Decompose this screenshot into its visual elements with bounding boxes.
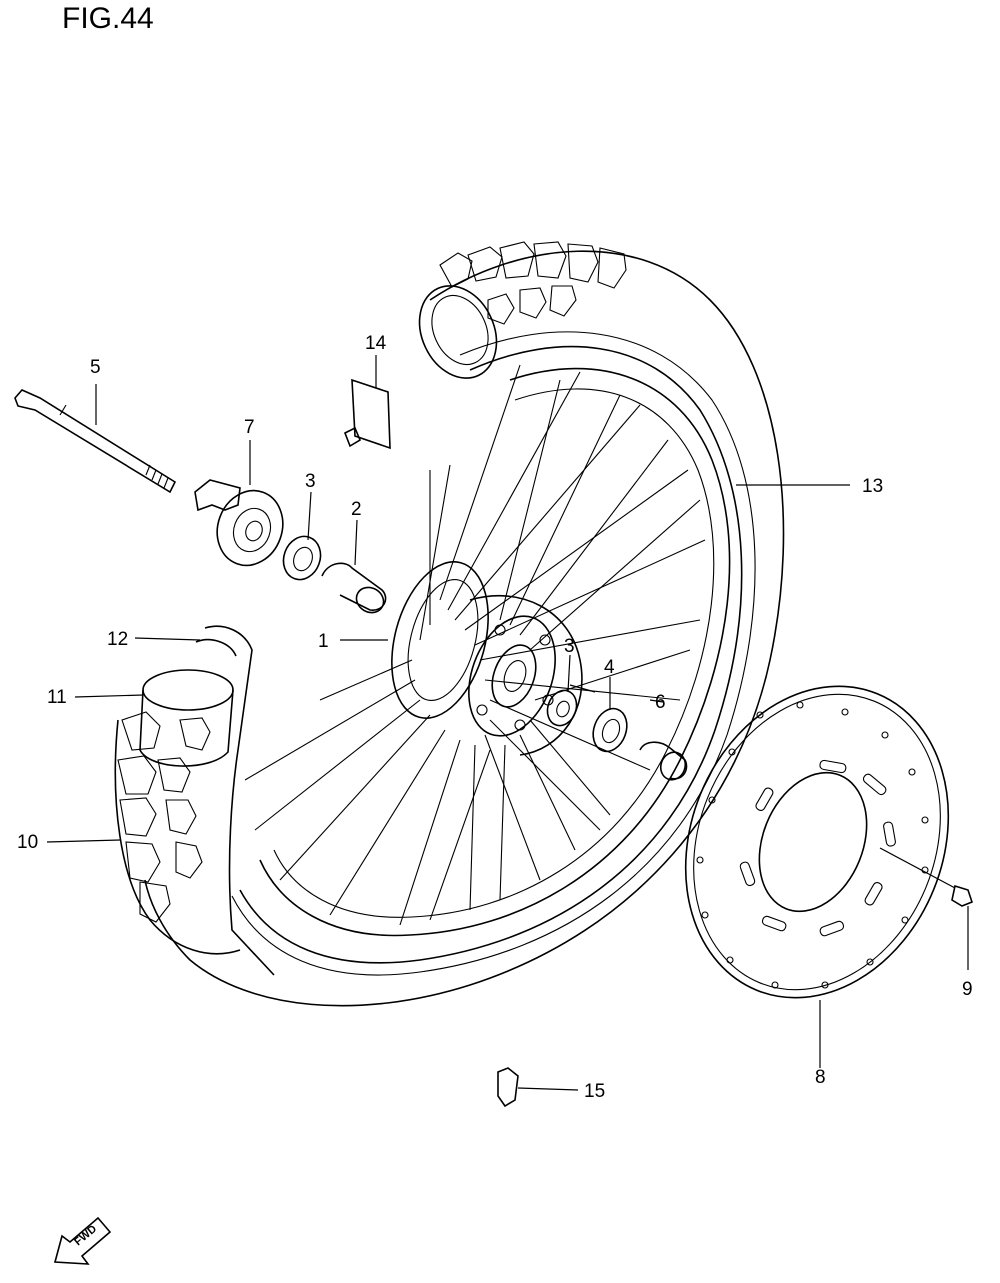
fwd-arrow-icon: FWD [53, 1216, 112, 1265]
brake-disc-holes [696, 701, 929, 989]
collar-part-6 [639, 741, 688, 781]
wheel-rim [259, 367, 731, 937]
tire-tread-top [439, 241, 627, 325]
callout-5: 5 [90, 357, 101, 378]
dust-seal-part-4 [592, 707, 628, 753]
callout-9: 9 [962, 979, 973, 1000]
brake-disc-slots [739, 759, 896, 937]
callout-2: 2 [351, 499, 362, 520]
callout-3-left: 3 [305, 471, 316, 492]
balance-weight-part-14 [343, 378, 391, 450]
tire-tread-left [117, 711, 211, 923]
wheel-spokes [244, 364, 706, 926]
bearing-part-3-left [282, 535, 322, 581]
leader-lines [46, 355, 969, 1091]
axle-part-5 [14, 389, 177, 494]
callout-10: 10 [17, 832, 39, 853]
hub-part-1 [391, 561, 583, 756]
callout-1: 1 [318, 631, 329, 652]
figure-title: FIG.44 [62, 2, 154, 35]
callout-11: 11 [47, 687, 67, 708]
callout-6: 6 [655, 692, 666, 713]
callout-14: 14 [365, 333, 387, 354]
callout-7: 7 [244, 417, 255, 438]
spacer-part-2 [321, 562, 387, 614]
tire-part-13 [114, 241, 785, 1007]
clip-part-15 [497, 1067, 519, 1108]
disc-bolt-part-9 [951, 884, 973, 907]
callout-3-right: 3 [564, 636, 575, 657]
rim-band-part-12 [195, 625, 275, 976]
callout-13: 13 [862, 476, 884, 497]
inner-tube-part-11 [139, 669, 234, 767]
callout-8: 8 [815, 1067, 826, 1088]
callout-4: 4 [604, 657, 615, 678]
speedometer-gearbox-part-7 [194, 479, 284, 567]
brake-disc-part-8 [684, 685, 950, 999]
callout-15: 15 [584, 1081, 606, 1102]
callout-12: 12 [107, 629, 129, 650]
